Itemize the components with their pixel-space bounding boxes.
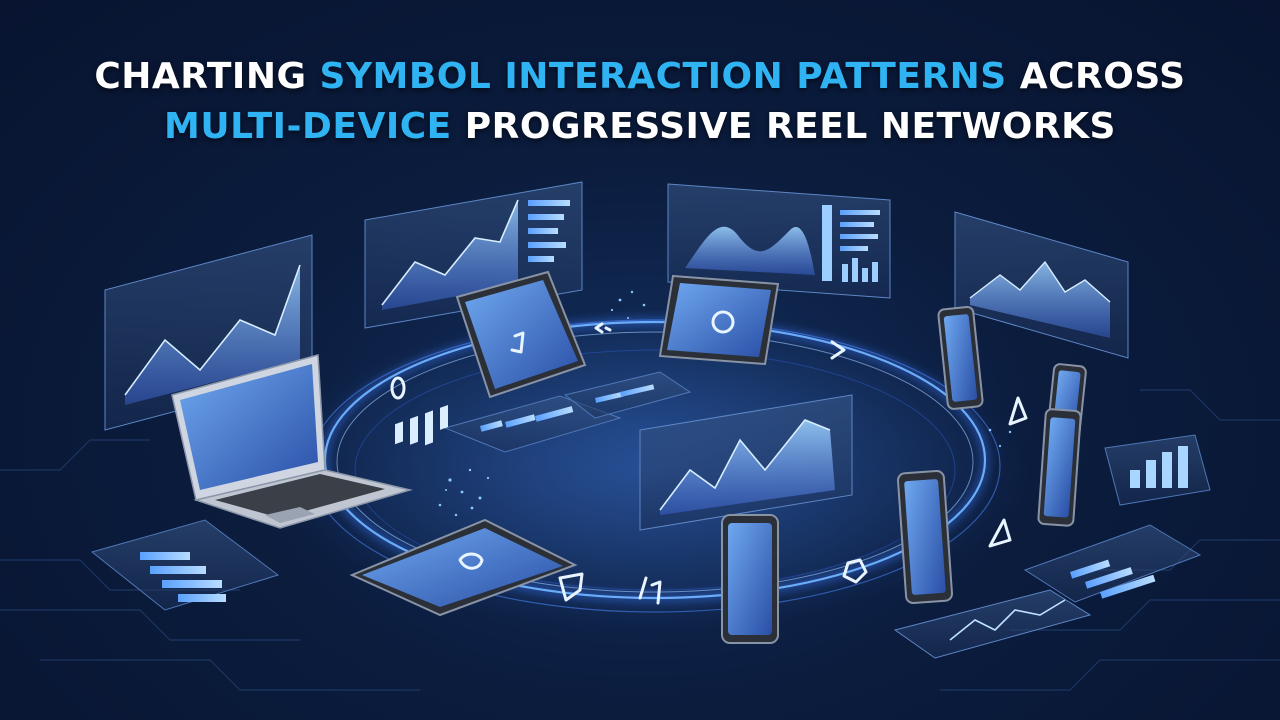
particles bbox=[438, 290, 1012, 517]
phone-device-3 bbox=[1037, 408, 1082, 527]
chart-panel-right bbox=[954, 211, 1129, 359]
ring-symbol-icon bbox=[458, 552, 484, 570]
tablet-device-top bbox=[658, 274, 780, 366]
chevron-icon bbox=[594, 322, 612, 334]
title-segment: CHARTING bbox=[94, 56, 320, 97]
bar-panel-bottom-right bbox=[1023, 524, 1202, 603]
bar-panel-center-left bbox=[443, 395, 622, 453]
title-highlight: MULTI-DEVICE bbox=[164, 106, 452, 147]
title-line-1: CHARTING SYMBOL INTERACTION PATTERNS ACR… bbox=[94, 56, 1185, 97]
page-title: CHARTING SYMBOL INTERACTION PATTERNS ACR… bbox=[0, 52, 1280, 152]
one-glyph-icon bbox=[638, 576, 662, 605]
phone-device-1 bbox=[937, 305, 984, 410]
chart-panel-center bbox=[639, 394, 853, 531]
chart-panel-bottom-right bbox=[893, 589, 1092, 659]
circle-icon bbox=[711, 310, 735, 334]
circle-icon bbox=[390, 376, 406, 400]
chart-panel-top-center bbox=[667, 183, 891, 299]
shield-icon bbox=[558, 572, 584, 602]
title-segment: ACROSS bbox=[1006, 56, 1186, 97]
pentagon-icon bbox=[842, 558, 868, 584]
one-glyph-icon bbox=[510, 331, 525, 354]
symbols bbox=[390, 310, 1028, 605]
play-icon bbox=[830, 340, 846, 360]
triangle-icon bbox=[1008, 396, 1028, 426]
title-segment: PROGRESSIVE REEL NETWORKS bbox=[451, 106, 1116, 147]
phone-device-5 bbox=[721, 514, 779, 644]
laptop-device bbox=[171, 354, 413, 529]
circuit-traces bbox=[0, 389, 1280, 691]
title-highlight: SYMBOL INTERACTION PATTERNS bbox=[319, 56, 1007, 97]
phone-device-4 bbox=[896, 470, 954, 604]
bar-panel-right bbox=[1104, 434, 1211, 506]
tablet-device-bottom bbox=[349, 404, 578, 617]
bar-panel-upper-center bbox=[563, 371, 692, 419]
triangle-icon bbox=[988, 518, 1012, 548]
title-line-2: MULTI-DEVICE PROGRESSIVE REEL NETWORKS bbox=[164, 106, 1116, 147]
bar-panel-left bbox=[90, 519, 280, 611]
